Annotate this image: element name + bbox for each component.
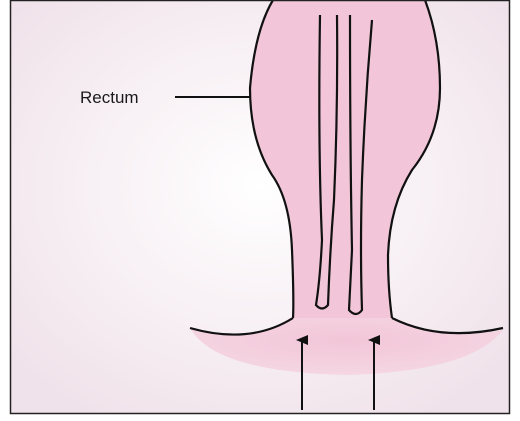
rectum-label: Rectum (80, 88, 139, 107)
